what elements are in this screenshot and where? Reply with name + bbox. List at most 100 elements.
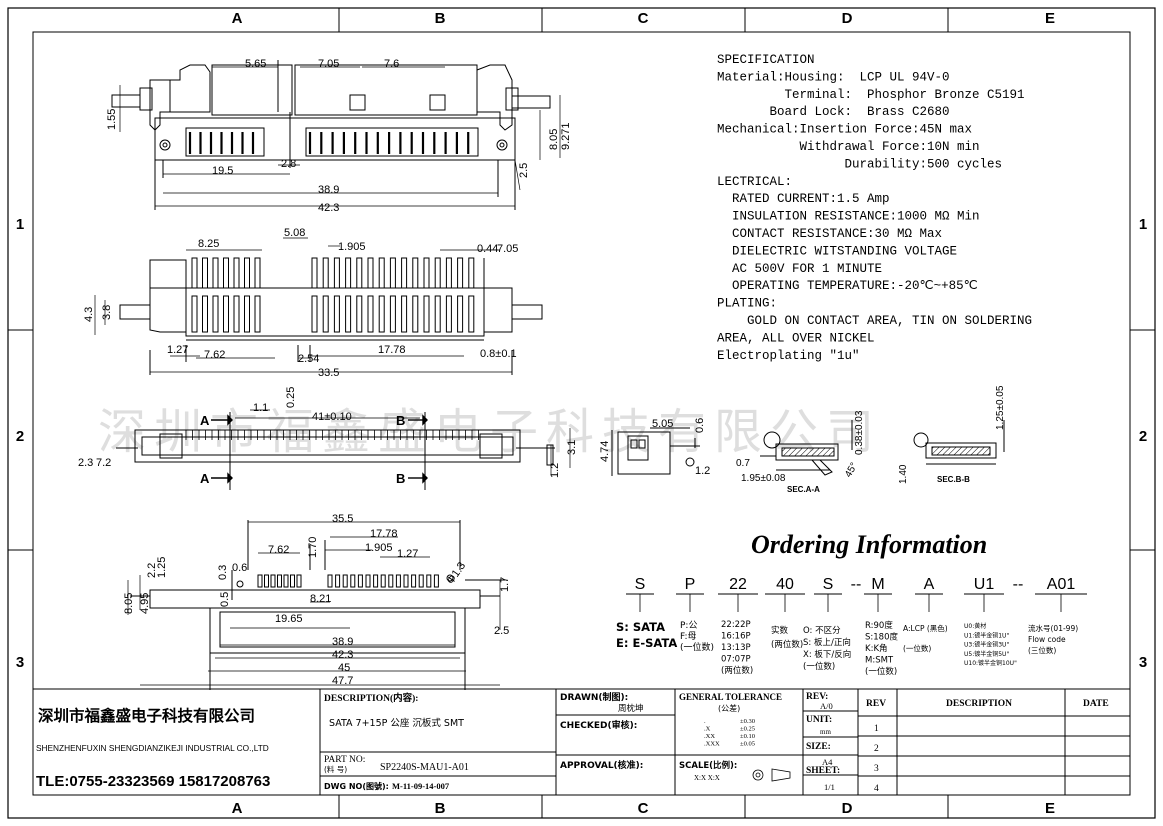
col-bot-c: C: [638, 800, 649, 817]
ordering-title: Ordering Information: [751, 530, 987, 559]
front-pin-lower: [322, 295, 329, 333]
row-left-2: 2: [16, 428, 24, 445]
front-pin-lower: [333, 295, 340, 333]
scale-value: X:X X:X: [694, 774, 720, 782]
front-pin-lower: [356, 295, 363, 333]
dim-top-8-05: 8.05: [548, 129, 560, 150]
spec-line: Electroplating "1u": [717, 349, 860, 363]
dim-r3-1-2: 1.2: [549, 463, 561, 478]
dim-bot-0-5: 0.5: [219, 592, 231, 607]
rev-row-1: 1: [874, 724, 879, 734]
dim-mid-0-8: 0.8±0.1: [480, 348, 517, 360]
dim-r3-0-7: 0.7: [736, 458, 750, 469]
dim-bot-7-62: 7.62: [268, 544, 289, 556]
title-block-text: 深圳市福鑫盛电子科技有限公司 SHENZHENFUXIN SHENGDIANZI…: [36, 691, 1109, 794]
col-top-e: E: [1045, 10, 1055, 27]
dim-mid-3-8: 3.8: [101, 305, 113, 320]
front-pin: [345, 257, 352, 289]
legend-u: U3:镀半金铜3U": [964, 641, 1009, 649]
size-label: SIZE:: [806, 742, 831, 752]
top-view: [111, 60, 551, 210]
unit-value: mm: [820, 728, 831, 736]
front-pin: [212, 257, 219, 289]
front-pin-lower: [457, 295, 464, 333]
pcb-pad: [327, 574, 333, 588]
dim-r3-5-05: 5.05: [652, 418, 673, 430]
spec-line: PLATING:: [717, 297, 777, 311]
col-top-c: C: [638, 10, 649, 27]
dim-bot-8-21: 8.21: [310, 593, 331, 605]
legend-r: K:K角: [865, 643, 888, 654]
dim-mid-0-44: 0.44: [477, 243, 498, 255]
end-view-labels: 5.05 0.6 4.74 1.2: [599, 418, 710, 477]
tolerance-rows: .±0.30.X±0.25.XX±0.10.XXX±0.05: [704, 718, 755, 748]
top-view-labels: 5.65 7.05 7.6 1.55 8.05 9.271 2.8 19.5 3…: [106, 58, 572, 214]
dim-bot-4-95: 4.95: [139, 593, 151, 614]
order-code-part: U1: [974, 576, 995, 593]
dim-r3-phi-1-2: 1.2: [695, 465, 710, 477]
dim-mid-1-905: 1.905: [338, 241, 366, 253]
dim-bot-17-78: 17.78: [370, 528, 398, 540]
dim-top-7-05: 7.05: [318, 58, 339, 70]
rev-table-head-rev: REV: [866, 699, 886, 709]
company-tel: TLE:0755-23323569 15817208763: [36, 773, 270, 790]
col-top-a: A: [232, 10, 243, 27]
dim-bot-2-2: 2.2: [146, 563, 158, 578]
col-bot-b: B: [435, 800, 446, 817]
front-pin-lower: [445, 295, 452, 333]
front-pin-lower: [311, 295, 318, 333]
front-view-pins: [191, 257, 475, 333]
dim-r3-1-40: 1.40: [898, 464, 909, 484]
dim-top-7-6: 7.6: [384, 58, 399, 70]
legend-o: S: 板上/正向: [803, 637, 851, 648]
section-b-top: B: [396, 413, 405, 428]
legend-u: U10:镀半金铜10U": [964, 659, 1017, 667]
spec-line: Mechanical:Insertion Force:45N max: [717, 123, 972, 137]
legend-p: (一位数): [680, 641, 714, 653]
dim-top-42-3: 42.3: [318, 202, 339, 214]
border-ticks: [8, 8, 1155, 818]
legend-pins: 22:22P: [721, 620, 751, 630]
order-code-part: M: [871, 576, 884, 593]
spec-line: Durability:500 cycles: [717, 157, 1002, 171]
dim-top-19-5: 19.5: [212, 165, 233, 177]
tol-value: ±0.05: [740, 741, 755, 748]
side-view-long: [116, 412, 555, 490]
front-pin: [367, 257, 374, 289]
front-pin-lower: [412, 295, 419, 333]
rev-table-head-date: DATE: [1083, 699, 1109, 709]
front-pin: [412, 257, 419, 289]
front-pin-lower: [468, 295, 475, 333]
front-pin-lower: [401, 295, 408, 333]
dim-bot-1-25: 1.25: [156, 557, 168, 578]
drawn-value: 周枕坤: [618, 703, 644, 714]
section-b-bot: B: [396, 471, 405, 486]
front-pin-lower: [191, 295, 198, 333]
front-pin: [311, 257, 318, 289]
dim-bot-0-3: 0.3: [217, 565, 229, 580]
dim-bot-0-6: 0.6: [232, 562, 247, 574]
tol-key: .X: [704, 726, 711, 733]
dim-bot-19-65: 19.65: [275, 613, 303, 625]
front-pin: [445, 257, 452, 289]
row-right-2: 2: [1139, 428, 1147, 445]
col-top-d: D: [842, 10, 853, 27]
dim-r3-41: 41±0.10: [312, 411, 352, 423]
tol-value: ±0.30: [740, 718, 755, 725]
legend-p: P:公: [680, 620, 697, 631]
spec-line: DIELECTRIC WITSTANDING VOLTAGE: [717, 244, 957, 258]
pcb-pads: [257, 574, 439, 588]
legend-u: U1:镀半金铜1U": [964, 631, 1009, 639]
dim-r3-1-1: 1.1: [253, 402, 268, 414]
spec-line: SPECIFICATION: [717, 53, 815, 67]
unit-label: UNIT:: [806, 715, 832, 725]
dim-top-5-65: 5.65: [245, 58, 266, 70]
tolerance-label: GENERAL TOLERANCE: [679, 692, 782, 702]
part-no-label-cn: (料 号): [324, 764, 347, 774]
dim-mid-1-27: 1.27: [167, 344, 188, 356]
dim-r3-7-2: 7.2: [96, 457, 111, 469]
dim-bot-45: 45: [338, 662, 350, 674]
front-pin: [389, 257, 396, 289]
pcb-pad: [380, 574, 386, 588]
